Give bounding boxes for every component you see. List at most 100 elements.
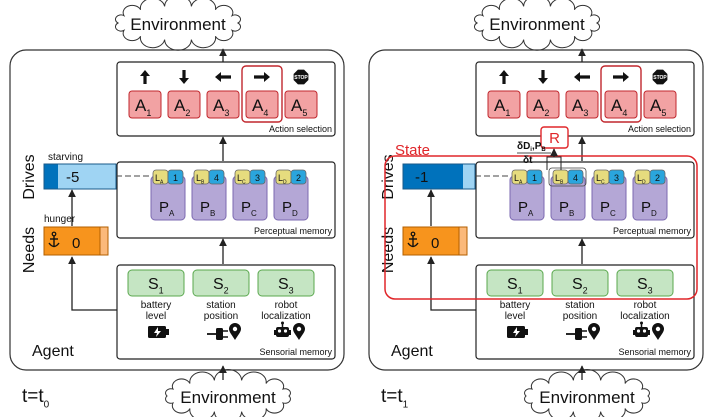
anchor-icon [48, 231, 60, 248]
percept-label-text: LC [237, 173, 246, 186]
environment-label: Environment [539, 388, 635, 407]
plug-location-icon [207, 323, 241, 340]
time-label: t=t0 [22, 386, 50, 410]
cloud-bottom [524, 369, 650, 417]
cloud-top [473, 0, 601, 51]
action-label: A4 [611, 96, 627, 118]
cloud-outline [473, 0, 601, 51]
drive-bar: starving -5 [43, 152, 117, 190]
agent-box [368, 49, 704, 371]
pin-icon [293, 323, 305, 340]
percept-label-text: LA [514, 173, 523, 186]
action-box [284, 90, 318, 119]
percept-num-tag [208, 169, 225, 185]
percept-name: PC [241, 199, 257, 218]
stop-icon: STOP [652, 69, 667, 85]
drive-bar-fill [403, 164, 463, 189]
percept-name: PB [200, 199, 215, 218]
anchor-icon [407, 231, 419, 248]
needs-label: Needs [21, 227, 38, 273]
sensor-caption-line1: station [565, 300, 594, 311]
pin-icon [588, 323, 600, 340]
action-5: STOP A5 [643, 69, 677, 119]
need-value: 0 [431, 235, 439, 252]
action-2: A2 [526, 70, 560, 119]
sensor-caption-line1: battery [141, 300, 172, 311]
action-label: A5 [650, 96, 666, 118]
action-label: A4 [252, 96, 268, 118]
cloud-top [114, 0, 242, 51]
sensor-caption-line2: localization [261, 311, 310, 322]
action-box [565, 90, 599, 119]
percept-label-text: LB [196, 173, 205, 186]
percept-name: PB [559, 199, 574, 218]
sensor-caption-line2: level [146, 311, 167, 322]
action-selection-label: Action selection [628, 124, 691, 134]
percept-label-text: LB [555, 173, 564, 186]
derivative-numerator: δDi,PB [517, 141, 546, 153]
action-highlight [241, 65, 283, 123]
needs-label: Needs [380, 227, 397, 273]
action-4: A4 [241, 65, 283, 123]
state-label: State [395, 142, 430, 159]
percept-label-text: LA [155, 173, 164, 186]
environment-label: Environment [180, 388, 276, 407]
arrow-sensor-to-need [427, 256, 476, 311]
sensor-caption-line2: localization [620, 311, 669, 322]
reward-label: R [549, 130, 560, 147]
cloud-outline [165, 369, 291, 417]
percept-num-text: 4 [573, 173, 578, 183]
agent-label: Agent [32, 343, 74, 360]
environment-bottom: Environment [165, 369, 291, 417]
battery-icon [148, 326, 169, 338]
drive-value: -5 [66, 169, 79, 186]
percept-num-text: 1 [173, 173, 178, 183]
arrow-left-icon [215, 72, 231, 82]
action-label: A2 [174, 96, 190, 118]
action-3: A3 [565, 72, 599, 119]
agent-label: Agent [391, 343, 433, 360]
arrow-right-icon [254, 72, 270, 82]
sensor-caption-line2: position [204, 311, 238, 322]
robot-location-icon [633, 321, 664, 340]
drive-bar-fill [44, 164, 58, 189]
reward-box [540, 126, 569, 149]
percept-name: PC [600, 199, 616, 218]
percept-label-text: LC [596, 173, 605, 186]
drive-value: -1 [415, 169, 428, 186]
percept-num-tag [526, 169, 543, 185]
environment-top: Environment [473, 0, 601, 51]
sensor-caption-line1: robot [634, 300, 657, 311]
sensor-box [551, 269, 609, 297]
percept-name: PD [641, 199, 657, 218]
derivative-denominator: δt [523, 155, 533, 166]
sensor-name: S3 [637, 276, 653, 295]
drives-label: Drives [380, 154, 397, 199]
sensorial-memory-label: Sensorial memory [259, 347, 332, 357]
sensor-name: S3 [278, 276, 294, 295]
sensor-box [257, 269, 315, 297]
plug-location-icon [566, 323, 600, 340]
arrow-left-icon [574, 72, 590, 82]
stop-icon-text: STOP [653, 75, 667, 81]
sensor-box [127, 269, 185, 297]
action-box [604, 90, 638, 119]
time-label: t=t1 [381, 386, 409, 410]
need-bar: 0 [402, 226, 468, 256]
arrow-up-icon [140, 70, 150, 84]
drive-caption: starving [48, 152, 83, 163]
action-box [128, 90, 162, 119]
percept-B: LB 4PB [550, 169, 586, 221]
percept-num-tag [290, 169, 307, 185]
sensor-caption-line2: level [505, 311, 526, 322]
